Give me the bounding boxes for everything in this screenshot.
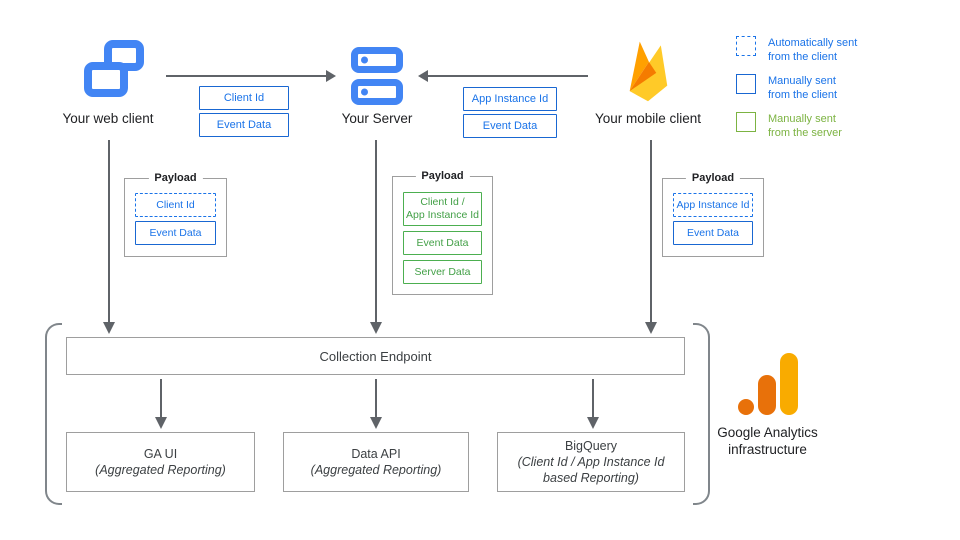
payload-item-app-instance-id: App Instance Id [673,193,753,217]
payload-item-text: Client Id [156,198,195,211]
legend-line: from the client [768,51,838,63]
output-subtitle: (Aggregated Reporting) [95,463,226,477]
firebase-flame-icon [629,41,668,102]
edge-label-event-data: Event Data [199,113,289,137]
server-unit-top [351,47,403,73]
infrastructure-bracket-left [45,323,62,505]
infrastructure-label-line: Google Analytics [717,425,818,440]
payload-item-text: Client Id / [420,196,465,208]
payload-item-event-data: Event Data [135,221,216,245]
payload-item-event-data: Event Data [403,231,482,255]
payload-item-text: App Instance Id [676,198,750,211]
web-client-label: Your web client [62,111,154,126]
arrow-mobile-to-server [418,70,588,82]
infrastructure-label-line: infrastructure [728,442,807,457]
payload-title: Payload [685,172,741,184]
legend-swatch-manual-client [736,74,756,94]
legend-swatch-auto-client [736,36,756,56]
ga-ui-box: GA UI (Aggregated Reporting) [66,432,255,492]
arrow-to-ga-ui [155,379,167,429]
legend-line: Automatically sent [768,37,858,49]
arrow-web-down [103,140,115,334]
payload-item-server-data: Server Data [403,260,482,284]
payload-title: Payload [148,172,203,184]
output-subtitle: (Aggregated Reporting) [310,463,442,477]
legend-line: from the server [768,127,842,139]
server-unit-bottom [351,79,403,105]
payload-mobile: Payload App Instance Id Event Data [662,172,764,257]
infrastructure-label: Google Analytics infrastructure [700,424,835,458]
server-label: Your Server [341,111,413,126]
legend-swatch-manual-server [736,112,756,132]
arrow-to-bigquery [587,379,599,429]
mobile-client-label: Your mobile client [594,111,702,126]
payload-web: Payload Client Id Event Data [124,172,227,257]
collection-endpoint-box: Collection Endpoint [66,337,685,375]
output-subtitle: (Client Id / App Instance Id based Repor… [517,455,665,485]
legend-entry: Manually sent from the server [768,112,888,140]
server-icon [351,47,403,105]
ga-logo-mid-bar [758,375,776,415]
edge-label-event-data: Event Data [463,114,557,138]
bigquery-box: BigQuery (Client Id / App Instance Id ba… [497,432,685,492]
legend-line: Manually sent [768,75,836,87]
legend-line: Manually sent [768,113,836,125]
arrow-to-data-api [370,379,382,429]
payload-item-text: Event Data [416,236,469,249]
arrow-server-down [370,140,382,334]
edge-label-client-id: Client Id [199,86,289,110]
web-client-icon [84,40,148,100]
arrow-mobile-down [645,140,657,334]
payload-item-text: App Instance Id [406,209,479,221]
edge-label-app-instance-id: App Instance Id [463,87,557,111]
output-title: GA UI [143,447,178,461]
ga-logo-tall-bar [780,353,798,415]
data-api-box: Data API (Aggregated Reporting) [283,432,469,492]
payload-title: Payload [415,170,470,182]
legend-entry: Automatically sent from the client [768,36,888,64]
legend-entry: Manually sent from the client [768,74,888,102]
payload-item-text: Event Data [687,226,739,239]
infrastructure-bracket-right [693,323,710,505]
payload-item-event-data: Event Data [673,221,753,245]
output-title: Data API [351,447,401,461]
payload-server: Payload Client Id / App Instance Id Even… [392,170,493,295]
google-analytics-logo [736,350,798,416]
payload-item-text: Server Data [414,265,471,278]
payload-item-client-id: Client Id [135,193,216,217]
output-title: BigQuery [564,439,618,453]
payload-item-client-id-app-instance-id: Client Id / App Instance Id [403,192,482,226]
ga-logo-dot [738,399,754,415]
payload-item-text: Event Data [149,226,202,239]
legend-line: from the client [768,89,838,101]
arrow-web-to-server [166,70,336,82]
window-front-shape [84,62,128,97]
